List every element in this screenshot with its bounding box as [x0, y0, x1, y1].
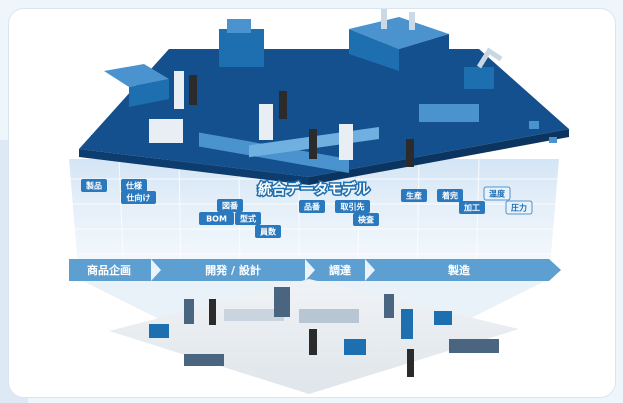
data-tag: 温度 — [483, 186, 511, 201]
process-step-procurement: 調達 — [329, 263, 351, 277]
data-tag: 検査 — [353, 213, 379, 226]
data-tag-label: 仕様 — [125, 181, 143, 191]
diagram-card: 統合データモデル 製品 仕様仕向け図番 BOM 型式員数 品番 取引先検査 生産 着完加工温度… — [8, 8, 616, 398]
data-tag-label: 仕向け — [126, 193, 151, 203]
data-tag: 製品 — [81, 179, 107, 192]
process-step-design: 開発 / 設計 — [205, 263, 261, 277]
data-tag-label: 員数 — [259, 227, 277, 237]
data-tag: BOM — [199, 212, 234, 225]
data-tag: 着完 — [437, 189, 463, 202]
data-tag-label: BOM — [206, 215, 227, 224]
data-grid-band — [69, 159, 559, 279]
data-tag: 品番 — [299, 200, 325, 213]
bottom-machines — [149, 287, 499, 377]
data-tag-label: 圧力 — [511, 203, 527, 213]
data-tag: 型式 — [235, 212, 261, 225]
data-tag: 加工 — [459, 201, 485, 214]
data-tag-label: 検査 — [358, 215, 375, 225]
floating-tiles — [91, 121, 557, 150]
data-tag-label: 型式 — [240, 214, 256, 224]
process-step-planning: 商品企画 — [87, 263, 131, 277]
data-tag: 生産 — [401, 189, 427, 202]
data-tag-label: 加工 — [463, 203, 480, 213]
data-tag-label: 温度 — [489, 189, 506, 199]
data-tag-label: 取引先 — [341, 202, 365, 212]
data-tag: 圧力 — [505, 200, 533, 215]
data-tag-label: 品番 — [304, 202, 321, 212]
data-tag-label: 着完 — [441, 191, 458, 201]
data-tag: 員数 — [255, 225, 281, 238]
process-step-manufacturing: 製造 — [447, 263, 471, 277]
process-bar — [69, 259, 561, 281]
platform-edge-right — [309, 129, 569, 185]
platform-edge-left — [79, 149, 309, 185]
diagram-title: 統合データモデル — [258, 181, 370, 198]
data-tag: 仕様 — [121, 179, 147, 192]
data-tag-label: 図番 — [222, 201, 239, 211]
data-tag: 仕向け — [121, 191, 156, 204]
data-tag: 図番 — [217, 199, 243, 212]
top-machines — [104, 9, 503, 173]
data-tag-label: 生産 — [406, 191, 422, 201]
data-tag-label: 製品 — [85, 181, 102, 191]
data-tag: 取引先 — [335, 200, 370, 213]
